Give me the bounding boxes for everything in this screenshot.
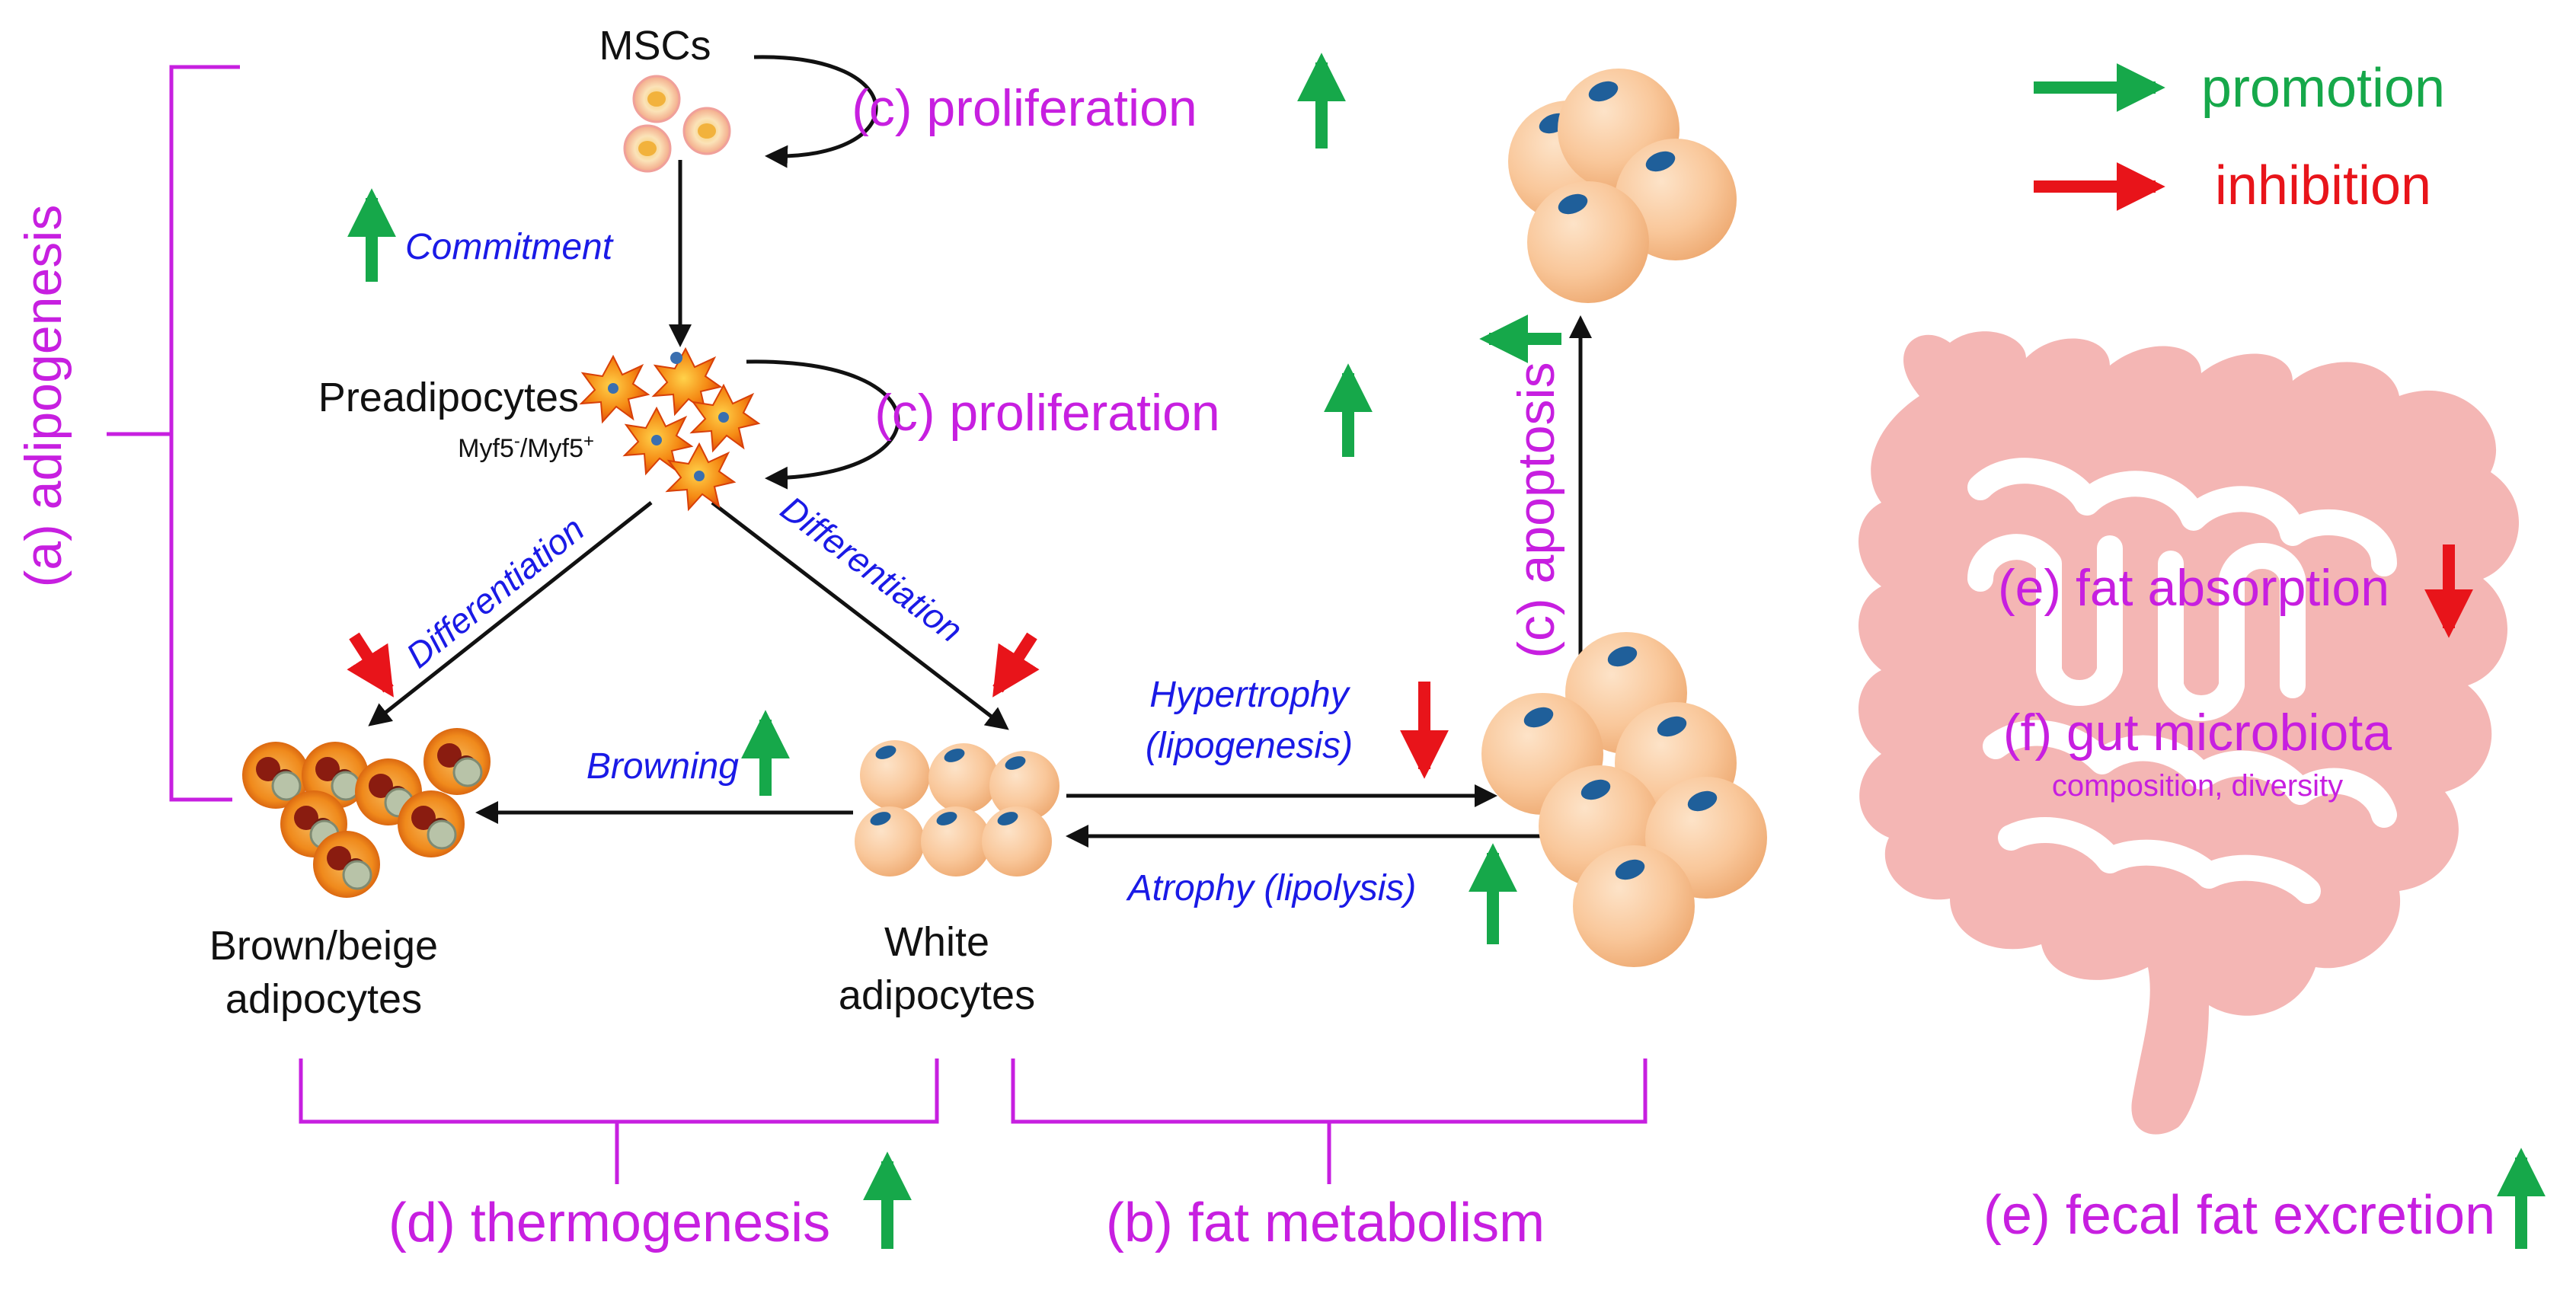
adipogenesis-bracket	[107, 65, 240, 802]
hypertrophy-label-line2: (lipogenesis)	[1146, 726, 1353, 766]
preadipocyte-cells-icon	[579, 346, 761, 512]
white-adipocytes-icon	[855, 740, 1059, 876]
white-adipocytes-label-line2: adipocytes	[839, 972, 1035, 1018]
fat-absorption-label: (e) fat absorption	[1998, 559, 2389, 617]
legend-promotion-label: promotion	[2201, 58, 2445, 119]
adipogenesis-label: (a) adipogenesis	[14, 205, 72, 588]
myf5-label: Myf5-/Myf5+	[458, 431, 594, 464]
browning-label: Browning	[586, 746, 739, 787]
fat-metabolism-label: (b) fat metabolism	[1106, 1193, 1545, 1253]
differentiation-right-arrow	[711, 501, 1009, 730]
gut-microbiota-sublabel: composition, diversity	[2052, 769, 2343, 803]
preadipocytes-label: Preadipocytes	[318, 375, 579, 420]
commitment-label: Commitment	[405, 227, 614, 267]
fecal-fat-label: (e) fecal fat excretion	[1983, 1185, 2495, 1246]
atrophy-label: Atrophy (lipolysis)	[1126, 868, 1417, 908]
intestine-icon	[1858, 331, 2520, 1135]
hypertrophy-label-line1: Hypertrophy	[1149, 675, 1350, 715]
apoptotic-adipocytes-icon	[1508, 69, 1737, 303]
gut-microbiota-label: (f) gut microbiota	[2003, 704, 2392, 762]
differentiation-left-label: Differentiation	[398, 509, 591, 675]
differentiation-right-down-arrow	[992, 632, 1040, 698]
proliferation-top-label: (c) proliferation	[852, 79, 1197, 137]
msc-self-renewal-arrow	[753, 55, 878, 168]
brown-beige-label-line1: Brown/beige	[209, 923, 438, 969]
differentiation-left-arrow	[368, 501, 653, 726]
hypertrophic-adipocytes-icon	[1481, 632, 1767, 967]
brown-beige-label-line2: adipocytes	[225, 976, 422, 1022]
fat-metabolism-bracket	[1011, 1059, 1648, 1184]
preadipocyte-self-renewal-arrow	[746, 359, 900, 490]
differentiation-left-down-arrow	[347, 632, 394, 698]
apoptosis-label: (c) apoptosis	[1507, 362, 1565, 658]
white-adipocytes-label-line1: White	[884, 919, 989, 965]
msc-label: MSCs	[599, 23, 711, 69]
brown-beige-adipocytes-icon	[242, 728, 491, 898]
proliferation-mid-label: (c) proliferation	[874, 384, 1220, 442]
thermogenesis-bracket	[299, 1059, 939, 1184]
msc-cells-icon	[623, 75, 731, 173]
thermogenesis-label: (d) thermogenesis	[388, 1193, 830, 1253]
legend-inhibition-label: inhibition	[2215, 155, 2431, 216]
